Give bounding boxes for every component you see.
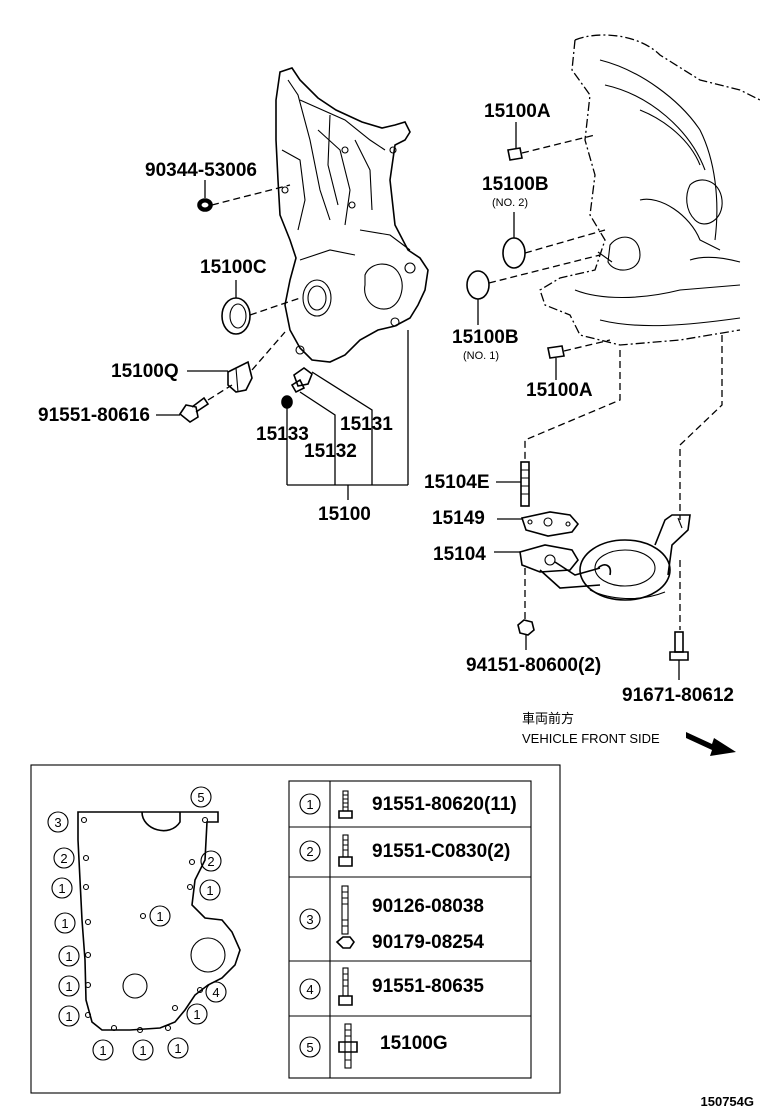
timing-chain-cover <box>275 67 429 363</box>
svg-text:1: 1 <box>65 979 72 994</box>
bolt-icon <box>338 834 353 867</box>
bolt-map-markers: 5 3 2 2 1 1 1 1 1 1 4 1 1 1 1 1 <box>47 786 227 1061</box>
legend-row-4-part: 91551-80635 <box>372 976 484 997</box>
svg-text:4: 4 <box>306 982 313 997</box>
label-91671: 91671-80612 <box>622 685 734 706</box>
marker-1: 1 <box>51 877 73 899</box>
label-94151: 94151-80600(2) <box>466 655 601 676</box>
stud-15104E <box>496 461 530 507</box>
svg-text:2: 2 <box>207 854 214 869</box>
label-15132: 15132 <box>304 441 357 462</box>
marker-2-right: 2 <box>200 850 222 872</box>
svg-text:1: 1 <box>58 881 65 896</box>
label-15100Q: 15100Q <box>111 361 179 382</box>
figure-id: 150754G <box>701 1094 755 1109</box>
bolt-map-cover-outline <box>77 811 241 1034</box>
marker-1: 1 <box>58 1005 80 1027</box>
svg-text:1: 1 <box>306 797 313 812</box>
marker-1: 1 <box>132 1039 154 1061</box>
svg-text:1: 1 <box>61 916 68 931</box>
label-15100A-top: 15100A <box>484 101 551 122</box>
marker-1: 1 <box>54 912 76 934</box>
oil-strainer-15104 <box>494 514 691 601</box>
label-15100B-bot-sub: (NO. 1) <box>463 350 499 362</box>
bolt-legend-table: 1 91551-80620(11) 2 91551-C0830(2) 3 <box>288 780 532 1079</box>
legend-row-1: 1 91551-80620(11) <box>299 790 517 819</box>
vehicle-front-jp: 車両前方 <box>522 711 574 726</box>
svg-text:1: 1 <box>193 1007 200 1022</box>
svg-text:4: 4 <box>212 985 219 1000</box>
marker-4: 4 <box>205 981 227 1003</box>
bolt-91671 <box>669 631 689 680</box>
label-15100B-top-sub: (NO. 2) <box>492 197 528 209</box>
marker-1: 1 <box>92 1039 114 1061</box>
oring-15100B-no2 <box>502 212 606 269</box>
legend-row-2-part: 91551-C0830(2) <box>372 841 510 862</box>
svg-text:5: 5 <box>197 790 204 805</box>
stud-icon <box>341 885 349 935</box>
marker-3: 3 <box>47 811 69 833</box>
label-90344: 90344-53006 <box>145 160 257 181</box>
label-15104: 15104 <box>433 544 486 565</box>
label-15100B-top: 15100B <box>482 174 549 195</box>
svg-text:1: 1 <box>156 909 163 924</box>
legend-row-3-part-2: 90179-08254 <box>372 932 484 953</box>
legend-row-5-part: 15100G <box>380 1033 448 1054</box>
marker-1: 1 <box>58 945 80 967</box>
plug-90344 <box>197 180 291 212</box>
bolt-location-box <box>30 764 561 1094</box>
bolt-91551-80616 <box>156 384 233 423</box>
nut-icon <box>335 936 355 949</box>
legend-row-1-part: 91551-80620(11) <box>372 794 517 815</box>
oring-15100B-no1 <box>466 254 601 325</box>
label-15131: 15131 <box>340 414 393 435</box>
relief-valve-parts <box>281 330 409 500</box>
svg-text:3: 3 <box>54 815 61 830</box>
label-15100B-bot: 15100B <box>452 327 519 348</box>
bolt-icon <box>338 790 353 819</box>
svg-text:2: 2 <box>60 851 67 866</box>
union-15100Q <box>187 331 286 393</box>
svg-text:1: 1 <box>206 883 213 898</box>
dowel-15100A-bottom <box>547 339 611 380</box>
vehicle-front-arrow-icon <box>686 732 736 756</box>
svg-text:1: 1 <box>99 1043 106 1058</box>
marker-1: 1 <box>149 905 171 927</box>
svg-text:1: 1 <box>174 1041 181 1056</box>
gasket-15149 <box>497 511 580 537</box>
label-15100: 15100 <box>318 504 371 525</box>
marker-1: 1 <box>167 1037 189 1059</box>
svg-text:1: 1 <box>139 1043 146 1058</box>
svg-text:5: 5 <box>306 1040 313 1055</box>
engine-block-outline <box>539 34 760 346</box>
legend-row-5: 5 15100G <box>299 1023 448 1069</box>
legend-row-3-part-1: 90126-08038 <box>372 896 484 917</box>
svg-text:1: 1 <box>65 1009 72 1024</box>
label-15149: 15149 <box>432 508 485 529</box>
svg-text:3: 3 <box>306 912 313 927</box>
marker-1: 1 <box>199 879 221 901</box>
label-91551-80616: 91551-80616 <box>38 405 150 426</box>
label-15104E: 15104E <box>424 472 490 493</box>
label-15100A-bot: 15100A <box>526 380 593 401</box>
nut-94151 <box>517 619 535 650</box>
vehicle-front-en: VEHICLE FRONT SIDE <box>522 731 660 746</box>
label-15100C: 15100C <box>200 257 267 278</box>
strainer-guides <box>524 335 723 630</box>
bolt-icon <box>338 967 353 1006</box>
marker-5: 5 <box>190 786 212 808</box>
legend-row-3: 3 90126-08038 90179-08254 <box>299 885 484 953</box>
marker-2-left: 2 <box>53 847 75 869</box>
marker-1: 1 <box>58 975 80 997</box>
svg-text:1: 1 <box>65 949 72 964</box>
oil-seal-15100C <box>221 280 301 335</box>
stud-icon <box>338 1023 358 1069</box>
legend-row-4: 4 91551-80635 <box>299 967 484 1006</box>
marker-1: 1 <box>186 1003 208 1025</box>
svg-text:2: 2 <box>306 844 313 859</box>
legend-row-2: 2 91551-C0830(2) <box>299 834 510 867</box>
dowel-15100A-top <box>507 122 596 161</box>
label-15133: 15133 <box>256 424 309 445</box>
